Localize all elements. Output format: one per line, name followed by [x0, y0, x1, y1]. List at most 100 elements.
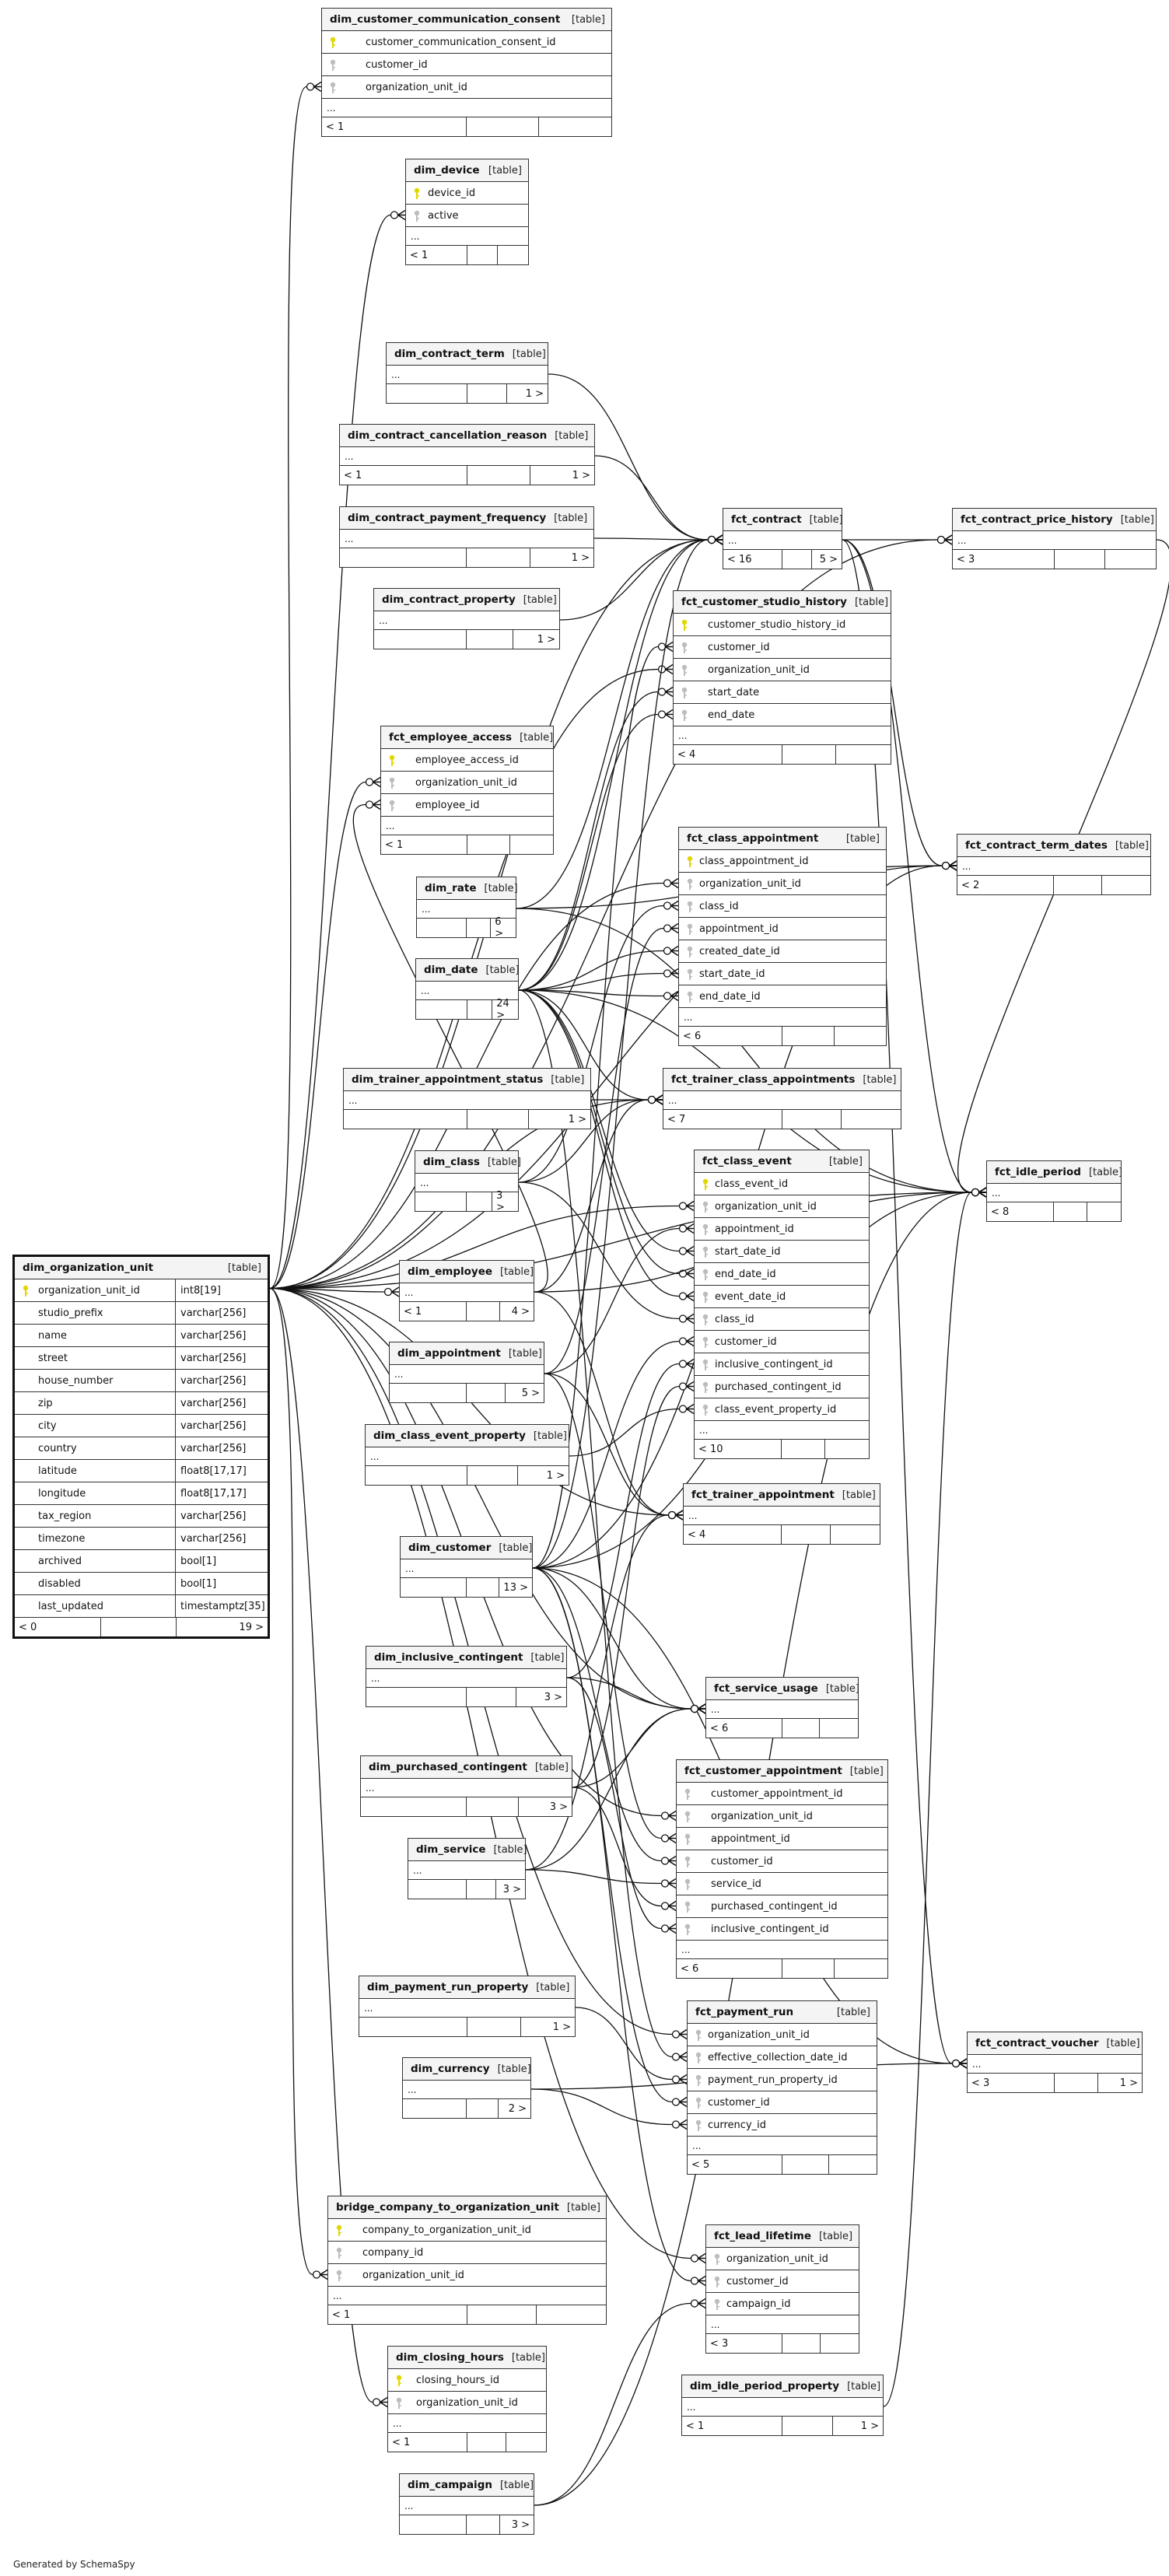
child-count[interactable]: 3 >: [511, 2518, 530, 2531]
parent-count[interactable]: < 0: [15, 1618, 101, 1636]
table-header[interactable]: dim_class_event_property [table]: [366, 1425, 569, 1447]
table-fct-contract-term-dates[interactable]: fct_contract_term_dates [table]... < 2: [957, 834, 1151, 895]
table-header[interactable]: dim_appointment [table]: [390, 1342, 544, 1365]
column-row[interactable]: active: [406, 205, 528, 227]
parent-count[interactable]: [344, 1110, 467, 1129]
child-count[interactable]: 1 >: [568, 1113, 586, 1125]
column-row[interactable]: customer_id: [674, 636, 891, 659]
table-header[interactable]: dim_organization_unit [table]: [15, 1257, 268, 1279]
table-header[interactable]: dim_date [table]: [416, 959, 520, 982]
table-fct-contract[interactable]: fct_contract [table]... < 16 5 >: [723, 508, 843, 569]
column-row[interactable]: organization_unit_id: [695, 1195, 869, 1218]
parent-count[interactable]: < 5: [688, 2155, 782, 2174]
table-dim-inclusive-contingent[interactable]: dim_inclusive_contingent [table]... 3 >: [366, 1646, 567, 1707]
more-columns[interactable]: ...: [361, 1779, 572, 1797]
more-columns[interactable]: ...: [328, 2287, 606, 2305]
child-count[interactable]: 3 >: [502, 1883, 521, 1895]
parent-count[interactable]: [417, 919, 467, 937]
child-count[interactable]: 3 >: [549, 1801, 568, 1813]
column-row[interactable]: start_date_id: [679, 963, 886, 985]
table-dim-idle-period-property[interactable]: dim_idle_period_property [table]... < 1 …: [681, 2375, 884, 2436]
child-count[interactable]: [820, 1719, 858, 1738]
child-count[interactable]: [1105, 550, 1156, 569]
child-count[interactable]: [825, 1440, 869, 1458]
table-dim-closing-hours[interactable]: dim_closing_hours [table]closing_hours_i…: [387, 2346, 547, 2452]
table-dim-contract-cancellation-reason[interactable]: dim_contract_cancellation_reason [table]…: [339, 424, 595, 485]
child-count[interactable]: 5 >: [521, 1387, 540, 1399]
parent-count[interactable]: < 6: [677, 1959, 782, 1978]
more-columns[interactable]: ...: [957, 857, 1150, 876]
child-count[interactable]: 3 >: [496, 1190, 505, 1213]
more-columns[interactable]: ...: [415, 1174, 518, 1192]
table-header[interactable]: bridge_company_to_organization_unit [tab…: [328, 2196, 606, 2219]
table-dim-contract-payment-frequency[interactable]: dim_contract_payment_frequency [table]..…: [339, 506, 594, 568]
column-row[interactable]: campaign_id: [706, 2293, 859, 2315]
column-row[interactable]: customer_id: [677, 1850, 887, 1873]
more-columns[interactable]: ...: [400, 1283, 534, 1302]
table-header[interactable]: fct_trainer_class_appointments [table]: [663, 1069, 901, 1091]
child-count[interactable]: 6 >: [495, 916, 504, 940]
more-columns[interactable]: ...: [406, 227, 528, 246]
table-header[interactable]: dim_service [table]: [408, 1839, 527, 1861]
parent-count[interactable]: < 1: [682, 2417, 782, 2435]
more-columns[interactable]: ...: [706, 2315, 859, 2334]
column-row[interactable]: start_date: [674, 681, 891, 704]
table-header[interactable]: dim_customer [table]: [401, 1537, 532, 1559]
more-columns[interactable]: ...: [400, 2497, 534, 2515]
column-row[interactable]: currency_id: [688, 2114, 877, 2137]
column-row[interactable]: customer_appointment_id: [677, 1783, 887, 1805]
table-fct-trainer-class-appointments[interactable]: fct_trainer_class_appointments [table]..…: [663, 1068, 901, 1129]
table-dim-contract-property[interactable]: dim_contract_property [table]... 1 >: [373, 588, 560, 649]
child-count[interactable]: 4 >: [511, 1305, 530, 1318]
parent-count[interactable]: [361, 1797, 467, 1816]
child-count[interactable]: [842, 1110, 901, 1129]
child-count[interactable]: [498, 246, 528, 264]
column-row[interactable]: inclusive_contingent_id: [695, 1353, 869, 1376]
more-columns[interactable]: ...: [390, 1365, 544, 1384]
child-count[interactable]: [510, 835, 553, 854]
column-row[interactable]: organization_unit_id: [679, 873, 886, 895]
table-header[interactable]: fct_contract [table]: [723, 509, 843, 531]
parent-count[interactable]: < 7: [663, 1110, 782, 1129]
column-row[interactable]: class_appointment_id: [679, 850, 886, 873]
table-fct-customer-studio-history[interactable]: fct_customer_studio_history [table]custo…: [673, 590, 891, 765]
column-row[interactable]: class_event_property_id: [695, 1398, 869, 1421]
parent-count[interactable]: < 6: [706, 1719, 782, 1738]
more-columns[interactable]: ...: [416, 982, 518, 1000]
table-header[interactable]: fct_class_appointment [table]: [679, 828, 886, 850]
table-fct-contract-voucher[interactable]: fct_contract_voucher [table]... < 3 1 >: [967, 2032, 1143, 2093]
column-row[interactable]: service_id: [677, 1873, 887, 1895]
table-fct-lead-lifetime[interactable]: fct_lead_lifetime [table]organization_un…: [705, 2224, 859, 2354]
child-count[interactable]: 2 >: [508, 2102, 527, 2115]
column-row[interactable]: customer_id: [695, 1331, 869, 1353]
more-columns[interactable]: ...: [340, 530, 593, 548]
column-row[interactable]: customer_id: [322, 54, 611, 76]
table-dim-employee[interactable]: dim_employee [table]... < 1 4 >: [399, 1260, 534, 1321]
more-columns[interactable]: ...: [374, 611, 559, 630]
column-row[interactable]: purchased_contingent_id: [695, 1376, 869, 1398]
table-header[interactable]: fct_customer_appointment [table]: [677, 1760, 887, 1783]
column-row[interactable]: organization_unit_id: [674, 659, 891, 681]
child-count[interactable]: [835, 1959, 887, 1978]
table-header[interactable]: dim_customer_communication_consent [tabl…: [322, 9, 611, 31]
more-columns[interactable]: ...: [684, 1507, 880, 1525]
parent-count[interactable]: [390, 1384, 467, 1402]
table-header[interactable]: dim_rate [table]: [417, 877, 518, 900]
table-header[interactable]: dim_trainer_appointment_status [table]: [344, 1069, 590, 1091]
table-header[interactable]: fct_service_usage [table]: [706, 1678, 859, 1700]
column-row[interactable]: customer_communication_consent_id: [322, 31, 611, 54]
more-columns[interactable]: ...: [953, 531, 1156, 550]
parent-count[interactable]: < 3: [968, 2074, 1055, 2092]
more-columns[interactable]: ...: [968, 2055, 1142, 2074]
parent-count[interactable]: < 2: [957, 876, 1054, 894]
table-header[interactable]: dim_contract_payment_frequency [table]: [340, 507, 593, 530]
column-row[interactable]: created_date_id: [679, 940, 886, 963]
column-row[interactable]: class_event_id: [695, 1173, 869, 1195]
